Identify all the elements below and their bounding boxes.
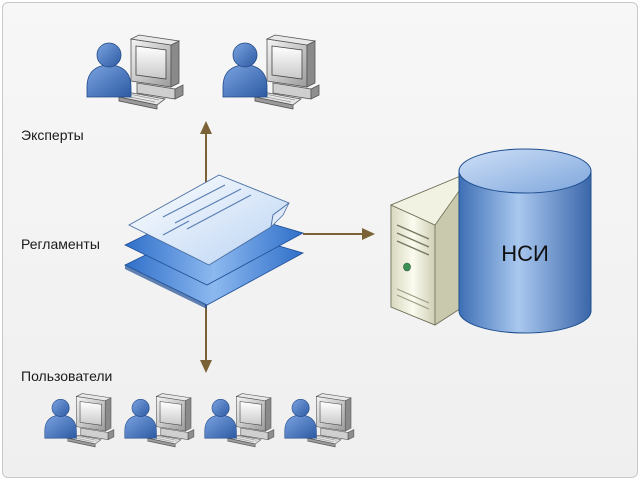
regulations-label: Регламенты xyxy=(21,236,100,252)
user-workstation-2 xyxy=(124,393,195,448)
user-workstation-icon xyxy=(86,34,184,110)
user-workstation-icon xyxy=(124,393,195,448)
users-label: Пользователи xyxy=(21,368,113,384)
expert-workstation-1 xyxy=(86,34,184,110)
server-tower-icon xyxy=(389,174,470,326)
database-label: НСИ xyxy=(501,241,549,266)
experts-label: Эксперты xyxy=(21,127,84,143)
expert-workstation-2 xyxy=(222,34,320,110)
user-workstation-icon xyxy=(222,34,320,110)
user-workstation-4 xyxy=(284,393,355,448)
user-workstation-3 xyxy=(204,393,275,448)
diagram-canvas: НСИ xyxy=(44,34,592,448)
database-cylinder-icon: НСИ xyxy=(458,148,592,334)
user-workstation-icon xyxy=(204,393,275,448)
arrow-to-users xyxy=(200,301,212,373)
user-workstation-icon xyxy=(284,393,355,448)
document-stack-icon xyxy=(124,174,305,309)
user-workstation-icon xyxy=(44,393,115,448)
user-workstation-1 xyxy=(44,393,115,448)
arrow-to-server xyxy=(303,228,375,240)
